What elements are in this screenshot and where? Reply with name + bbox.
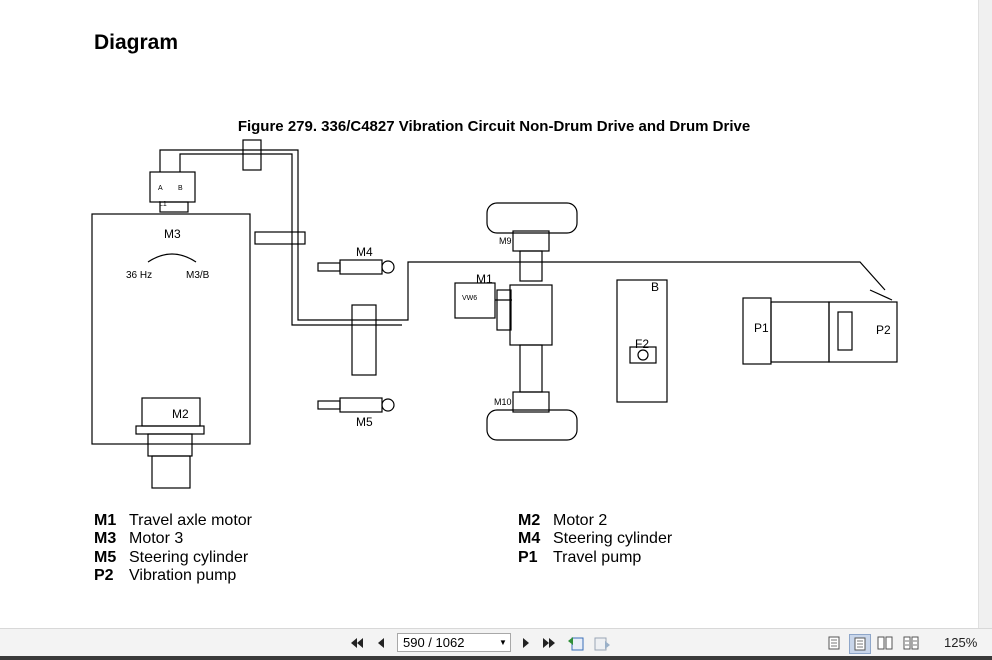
last-page-icon <box>543 638 555 648</box>
single-page-icon <box>828 636 840 650</box>
last-page-button[interactable] <box>540 634 558 652</box>
next-page-button[interactable] <box>518 634 534 652</box>
figure-title: Figure 279. 336/C4827 Vibration Circuit … <box>237 118 751 135</box>
page-number-select[interactable]: 590 / 1062 ▼ <box>397 633 511 652</box>
label-f2: F2 <box>635 337 649 351</box>
forward-view-button[interactable] <box>592 634 612 652</box>
page-indicator: 590 / 1062 <box>403 635 465 650</box>
forward-view-icon <box>594 637 610 651</box>
motor-housing <box>91 213 251 445</box>
first-page-icon <box>351 638 363 648</box>
back-view-button[interactable] <box>566 634 586 652</box>
label-l1: L1 <box>159 201 167 208</box>
page-heading: Diagram <box>94 31 179 54</box>
label-36hz: 36 Hz <box>126 270 152 281</box>
hydraulic-diagram: M3 36 Hz M3/B M2 M4 M5 M1 VW6 B F2 M9 M1… <box>91 139 898 489</box>
label-m10: M10 <box>494 397 512 407</box>
facing-pages-view-button[interactable] <box>875 634 895 652</box>
next-page-icon <box>523 638 529 648</box>
continuous-page-icon <box>854 637 866 651</box>
document-page: Diagram Figure 279. 336/C4827 Vibration … <box>91 31 898 586</box>
back-view-icon <box>568 637 584 651</box>
label-m3b: M3/B <box>186 270 210 281</box>
facing-pages-icon <box>877 636 893 650</box>
label-a: A <box>158 185 163 192</box>
label-p1: P1 <box>754 321 769 335</box>
continuous-facing-icon <box>903 636 919 650</box>
label-b-small: B <box>178 185 183 192</box>
motor3-head <box>149 171 196 203</box>
label-m3: M3 <box>164 227 181 241</box>
label-vw6: VW6 <box>462 295 477 302</box>
bottom-edge <box>0 656 992 660</box>
single-page-view-button[interactable] <box>825 634 843 652</box>
label-b: B <box>651 280 659 294</box>
label-p2: P2 <box>876 323 891 337</box>
motor3-neck <box>159 201 189 213</box>
chevron-down-icon: ▼ <box>499 638 507 647</box>
continuous-page-view-button[interactable] <box>849 634 871 654</box>
prev-page-icon <box>378 638 384 648</box>
label-m9: M9 <box>499 236 512 246</box>
zoom-level[interactable]: 125% <box>944 635 978 650</box>
first-page-button[interactable] <box>348 634 366 652</box>
label-m4: M4 <box>356 245 373 259</box>
vertical-scrollbar[interactable] <box>978 0 992 628</box>
prev-page-button[interactable] <box>373 634 389 652</box>
label-m2: M2 <box>172 407 189 421</box>
continuous-facing-view-button[interactable] <box>901 634 921 652</box>
label-m1: M1 <box>476 272 493 286</box>
viewer-toolbar: 590 / 1062 ▼ 125% <box>0 628 992 657</box>
label-m5: M5 <box>356 415 373 429</box>
